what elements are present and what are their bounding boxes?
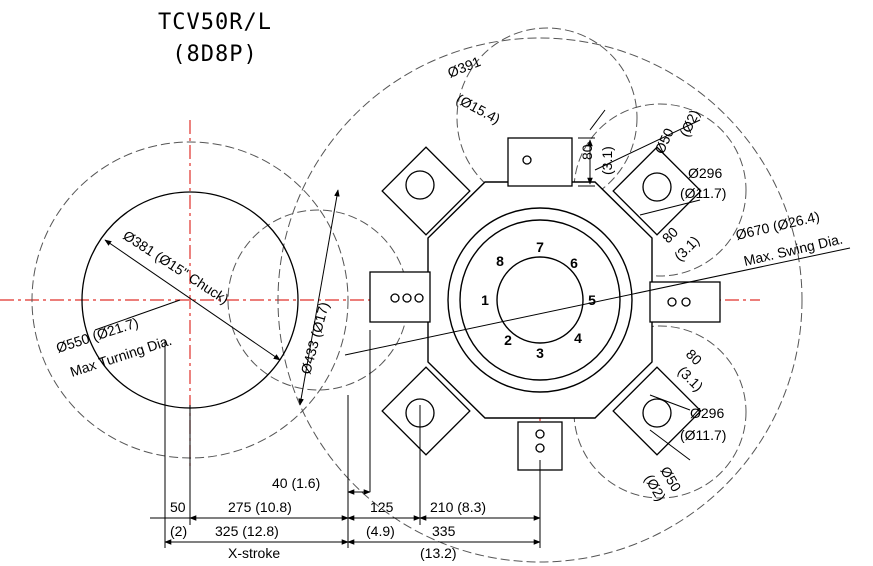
- holder-bolt: [402, 293, 412, 303]
- dim-275: 275 (10.8): [228, 499, 292, 515]
- dim-391-in: (Ø15.4): [454, 91, 503, 127]
- dim-335-in: (13.2): [420, 545, 457, 561]
- turret-disk-outer: [447, 207, 633, 393]
- turret-body: [427, 181, 653, 419]
- tool-swing-296-top-circle: [573, 103, 747, 277]
- tool-swing-296-bot-circle: [573, 325, 747, 499]
- dim-50: 50: [170, 499, 186, 515]
- dim-296-top-in: (Ø11.7): [680, 185, 726, 201]
- holder-bolt: [667, 297, 677, 307]
- dim-80-top: 80: [579, 144, 595, 160]
- dim-433: Ø433 (Ø17): [297, 300, 332, 376]
- dim-325: 325 (12.8): [215, 523, 279, 539]
- dimension-lines: [94, 109, 851, 548]
- station-number: 7: [536, 239, 544, 255]
- dim-40: 40 (1.6): [272, 475, 320, 491]
- dim-296-bot: Ø296: [690, 405, 724, 421]
- dim-335: 335: [432, 523, 456, 539]
- station-number: 4: [574, 330, 582, 346]
- dim-391: Ø391: [445, 53, 483, 81]
- tool-holders: [369, 137, 721, 471]
- dim-80-top-in: (3.1): [599, 146, 615, 175]
- holder-top: [507, 137, 573, 187]
- dim-125: 125: [370, 499, 394, 515]
- holder-bolt: [535, 429, 545, 439]
- station-number: 6: [570, 255, 578, 271]
- x-stroke-label: X-stroke: [228, 545, 280, 561]
- dim-381: Ø381 (Ø15" Chuck): [120, 227, 231, 307]
- holder-bolt: [414, 293, 424, 303]
- station-number: 2: [504, 332, 512, 348]
- holder-bolt: [390, 293, 400, 303]
- dim-50-top-in: (Ø2): [676, 107, 702, 139]
- dim-296-top: Ø296: [688, 165, 722, 181]
- holder-bolt: [681, 297, 691, 307]
- tool-bore-top-right: [642, 172, 672, 202]
- turret-hub: [496, 256, 584, 344]
- station-number: 3: [536, 345, 544, 361]
- tool-bore-top-left: [405, 170, 435, 200]
- title-model: TCV50R/L: [158, 10, 272, 35]
- station-number: 8: [496, 253, 504, 269]
- dim-50-in: (2): [170, 523, 187, 539]
- turret-disk-inner: [459, 219, 621, 381]
- dim-210: 210 (8.3): [430, 499, 486, 515]
- dim-125-in: (4.9): [366, 523, 395, 539]
- holder-bolt: [535, 443, 545, 453]
- dim-50-top: Ø50: [651, 125, 677, 156]
- title-config: (8D8P): [172, 42, 258, 67]
- station-number: 5: [588, 292, 596, 308]
- tool-bore-bottom-right: [642, 398, 672, 428]
- tool-swing-391-circle: [456, 27, 638, 209]
- station-numbers: 1 2 3 4 5 6 7 8: [481, 239, 596, 361]
- station-number: 1: [481, 292, 489, 308]
- holder-bolt: [522, 155, 532, 165]
- dim-296-bot-in: (Ø11.7): [680, 427, 726, 443]
